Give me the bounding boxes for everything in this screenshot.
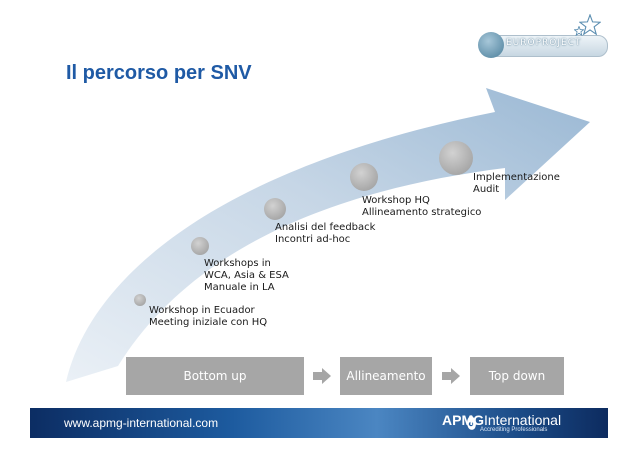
milestone-line: Workshops in [204, 258, 271, 269]
milestone-label-4: Workshop HQ Allineamento strategico [362, 195, 481, 219]
apmg-logo-icon [467, 415, 476, 430]
milestone-line: Workshop in Ecuador [149, 305, 255, 316]
milestone-label-5: Implementazione Audit [473, 172, 560, 196]
milestone-label-1: Workshop in Ecuador Meeting iniziale con… [149, 305, 267, 329]
milestone-line: Workshop HQ [362, 195, 430, 206]
footer-brand-sub: Accrediting Professionals [480, 427, 548, 433]
milestone-line: Manuale in LA [204, 282, 275, 293]
milestone-line: Implementazione [473, 172, 560, 183]
arrow-right-icon [442, 368, 460, 384]
star-icon [579, 14, 601, 36]
slide-title: Il percorso per SNV [66, 62, 252, 84]
milestone-circle-3 [264, 198, 286, 220]
milestone-circle-4 [350, 163, 378, 191]
footer-brand-bold: APMG [442, 412, 484, 428]
milestone-line: Audit [473, 184, 500, 195]
logo-text: EUROPROJECT [506, 38, 582, 48]
milestone-circle-5 [439, 141, 473, 175]
process-step-allineamento: Allineamento [340, 357, 432, 395]
arrow-right-icon [313, 368, 331, 384]
milestone-circle-1 [134, 294, 146, 306]
globe-icon [478, 32, 504, 58]
process-step-bottom-up: Bottom up [126, 357, 304, 395]
footer-brand: APMGInternational [442, 412, 561, 428]
small-star-icon [574, 26, 584, 36]
milestone-line: Incontri ad-hoc [275, 234, 351, 245]
milestone-line: Analisi del feedback [275, 222, 376, 233]
milestone-label-2: Workshops in WCA, Asia & ESA Manuale in … [204, 258, 289, 294]
milestone-circle-2 [191, 237, 209, 255]
milestone-line: WCA, Asia & ESA [204, 270, 289, 281]
milestone-line: Allineamento strategico [362, 207, 482, 218]
footer-brand-thin: International [484, 412, 562, 428]
process-step-top-down: Top down [470, 357, 564, 395]
milestone-label-3: Analisi del feedback Incontri ad-hoc [275, 222, 375, 246]
europroject-logo: EUROPROJECT [478, 14, 618, 70]
footer-url: www.apmg-international.com [64, 416, 219, 430]
footer-bar: www.apmg-international.com APMGInternati… [30, 408, 608, 438]
milestone-line: Meeting iniziale con HQ [149, 317, 268, 328]
